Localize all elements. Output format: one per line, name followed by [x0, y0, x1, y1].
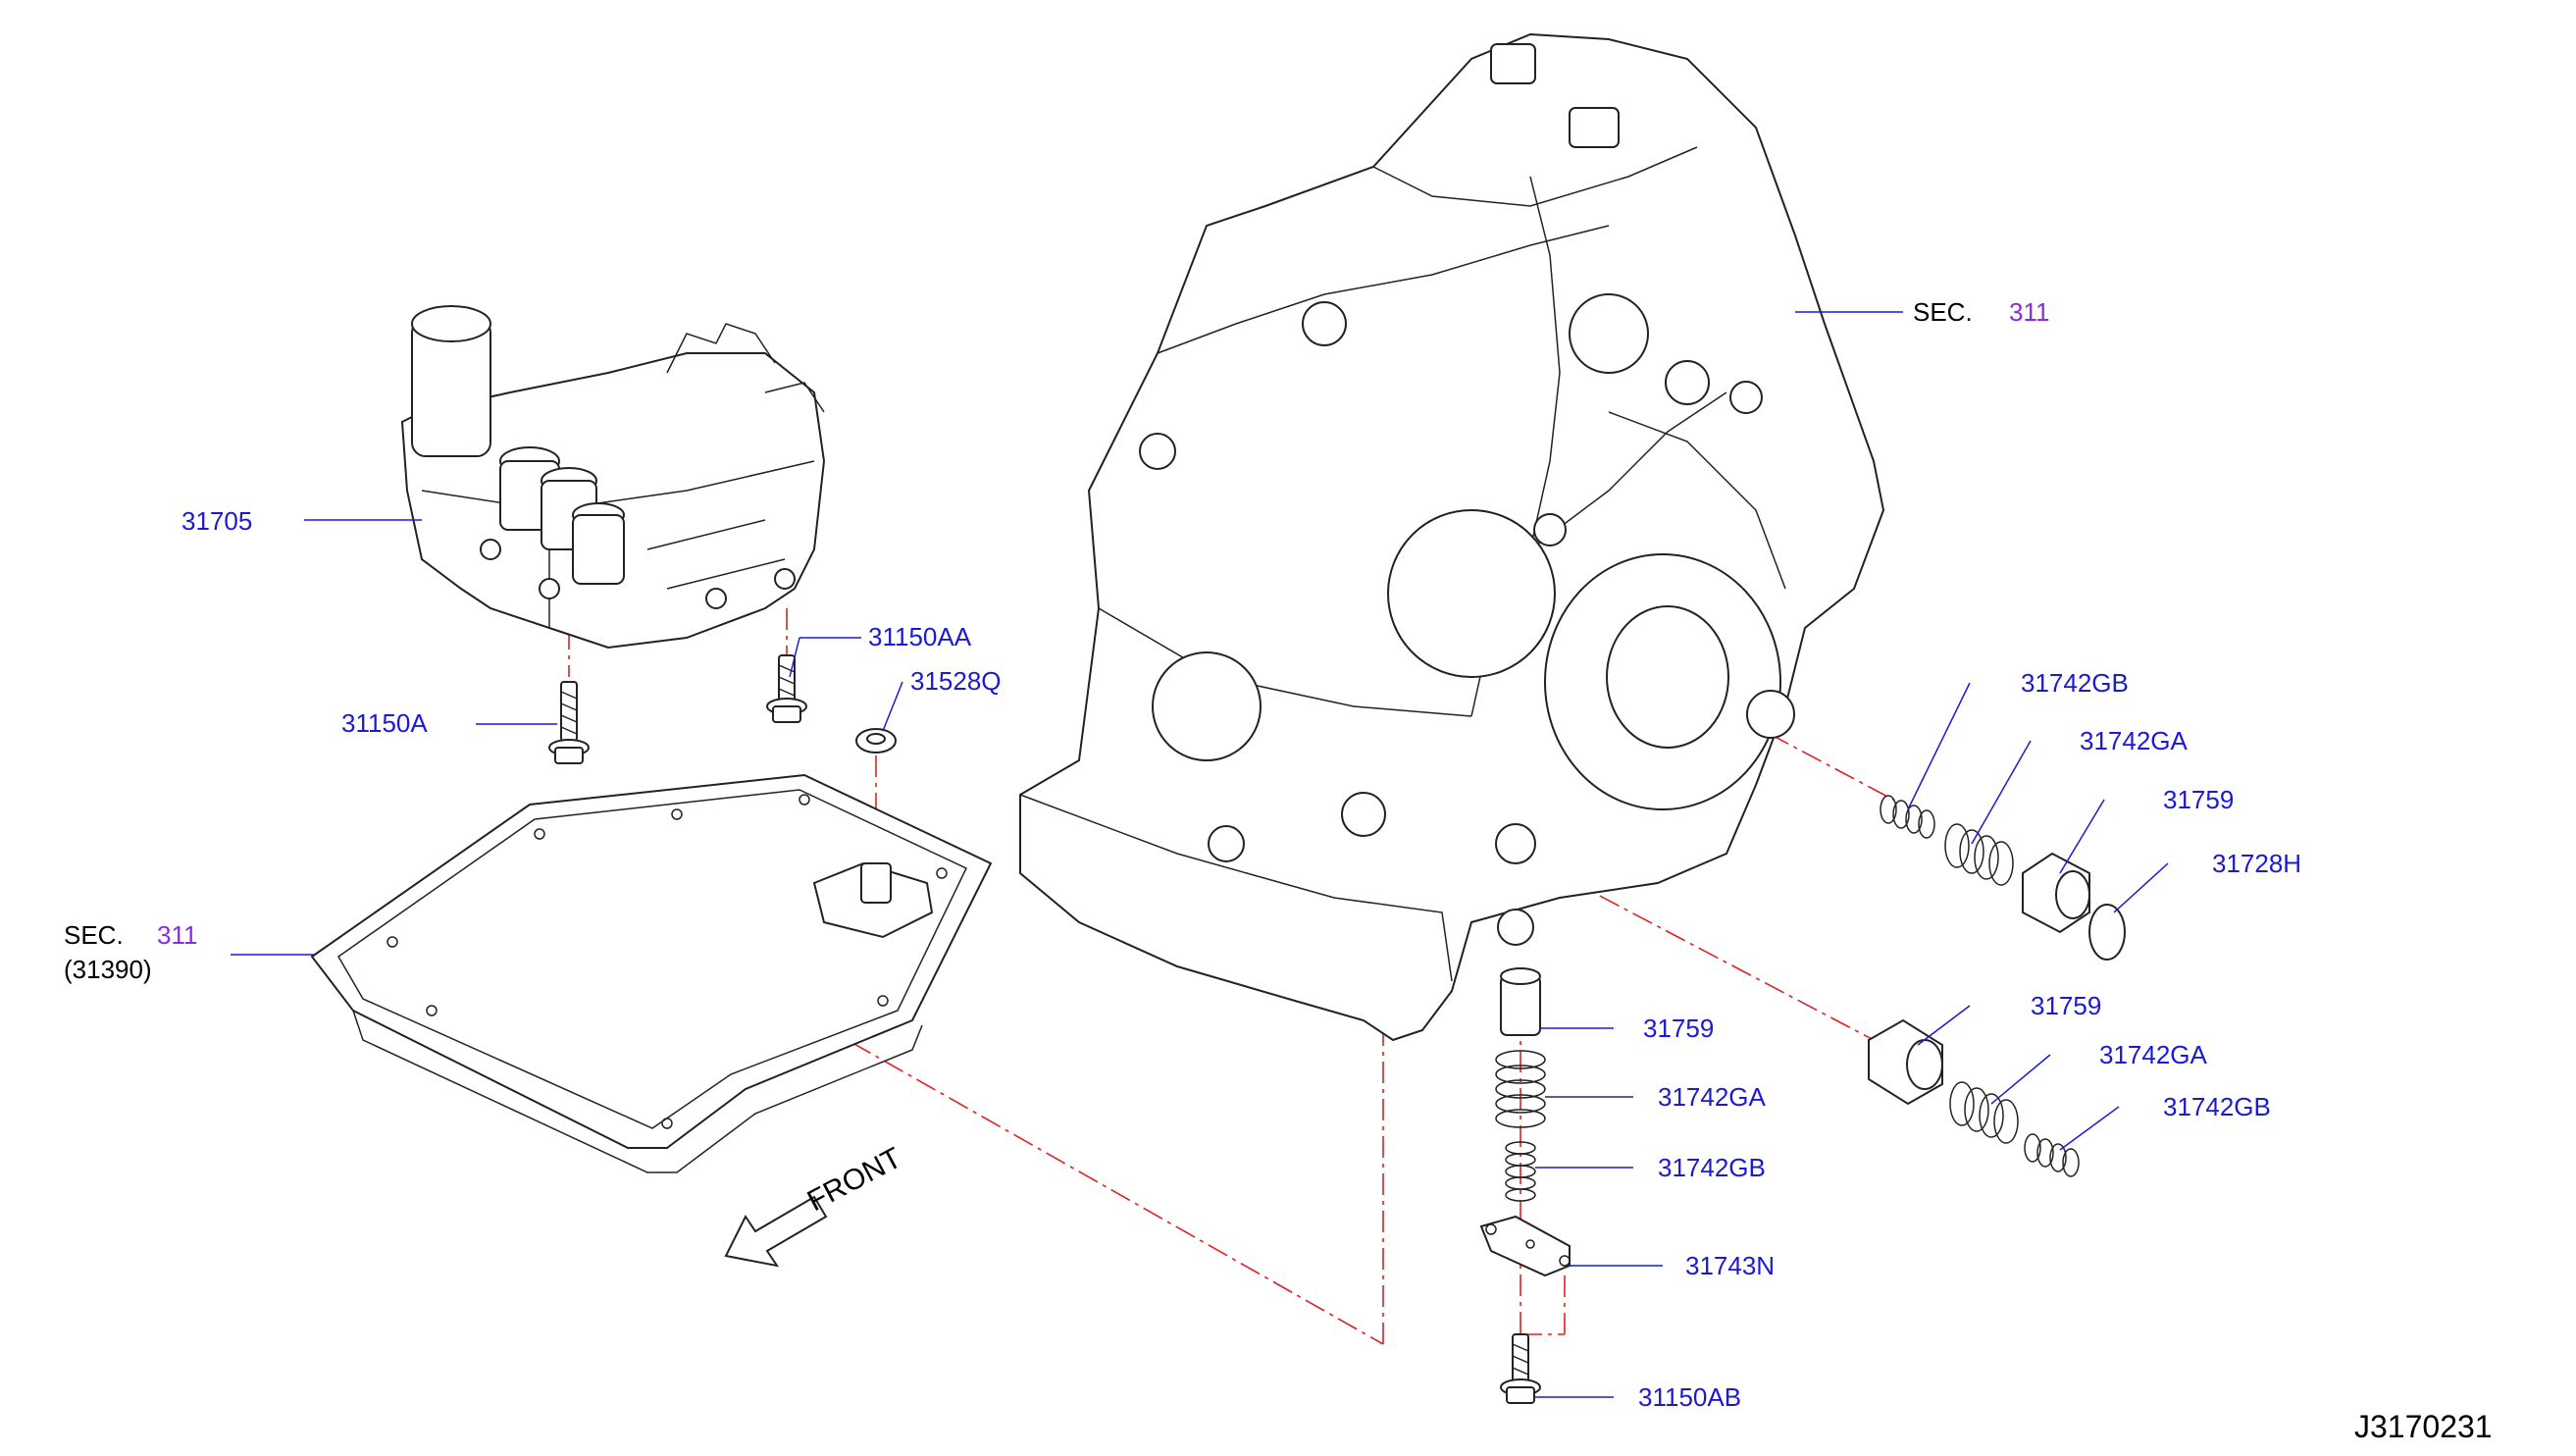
leader-lines — [231, 311, 2169, 1398]
label-31742GA-lower[interactable]: 31742GA — [1658, 1082, 1767, 1112]
spring-31742GA-right[interactable] — [1949, 1081, 2019, 1144]
spring-31742GB-right[interactable] — [2024, 1133, 2080, 1177]
washer-31528Q[interactable] — [855, 728, 897, 754]
front-arrow-icon — [724, 1195, 828, 1268]
sec-top-prefix: SEC. — [1913, 297, 1973, 327]
bolt-31150AA[interactable] — [766, 654, 807, 723]
label-31742GB-lower[interactable]: 31742GB — [1658, 1153, 1766, 1182]
spring-31742GB-lower[interactable] — [1505, 1141, 1536, 1202]
sec-left-link[interactable]: 311 — [157, 920, 197, 950]
label-31743N[interactable]: 31743N — [1685, 1251, 1775, 1280]
sec-left-prefix: SEC. — [64, 920, 124, 950]
piston-31759-lower[interactable] — [1500, 967, 1541, 1036]
transmission-case[interactable] — [1019, 32, 1885, 1042]
label-31742GB-upper[interactable]: 31742GB — [2021, 668, 2129, 698]
label-31759-upper[interactable]: 31759 — [2163, 785, 2234, 814]
spring-31742GA-lower[interactable] — [1495, 1050, 1546, 1128]
document-id: J3170231 — [2354, 1409, 2493, 1444]
label-31759-right[interactable]: 31759 — [2031, 991, 2101, 1020]
spring-31742GA-upper[interactable] — [1944, 823, 2014, 886]
label-31150AB[interactable]: 31150AB — [1638, 1382, 1741, 1412]
spring-31742GB-upper[interactable] — [1880, 795, 1935, 839]
piston-31759-upper[interactable] — [2022, 852, 2090, 934]
label-31150AA[interactable]: 31150AA — [868, 622, 972, 651]
retainer-plate-31743N[interactable] — [1479, 1215, 1571, 1277]
label-31759-lower[interactable]: 31759 — [1643, 1014, 1714, 1043]
sec-top-link[interactable]: 311 — [2009, 297, 2049, 327]
bolt-31150A[interactable] — [548, 681, 590, 764]
label-31742GB-right[interactable]: 31742GB — [2163, 1092, 2271, 1121]
label-31742GA-right[interactable]: 31742GA — [2099, 1040, 2208, 1069]
control-valve-body[interactable] — [400, 305, 826, 650]
front-label: FRONT — [802, 1142, 907, 1219]
label-31150A[interactable]: 31150A — [341, 708, 428, 738]
label-31528Q[interactable]: 31528Q — [910, 666, 1002, 696]
label-31728H[interactable]: 31728H — [2212, 849, 2301, 878]
label-31705[interactable]: 31705 — [181, 506, 252, 536]
o-ring-31728H[interactable] — [2088, 904, 2126, 961]
piston-31759-right[interactable] — [1868, 1018, 1943, 1106]
bolt-31150AB[interactable] — [1500, 1333, 1541, 1404]
oil-pan[interactable] — [310, 773, 993, 1173]
label-31742GA-upper[interactable]: 31742GA — [2080, 726, 2189, 755]
sec-left-sub: (31390) — [64, 955, 152, 984]
